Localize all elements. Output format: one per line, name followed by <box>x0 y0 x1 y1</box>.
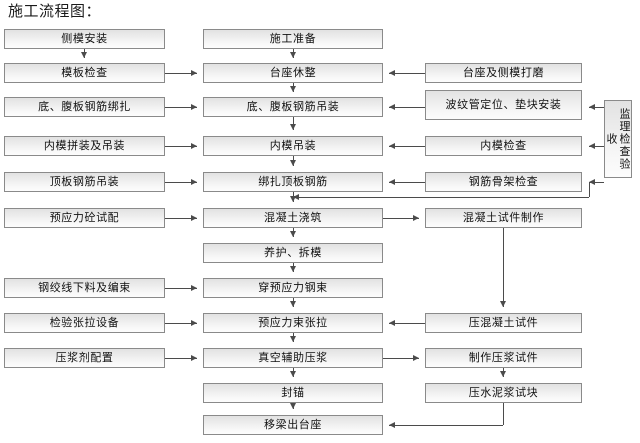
connector-arrow-zhang-la-to-ya-jiang <box>289 336 296 342</box>
flow-node-chuan-yu-ying-li: 穿预应力钢束 <box>203 278 383 298</box>
connector-arrow-jian-li-to-bo-wen <box>589 103 595 110</box>
flow-node-di-fu-ban-diao-zhuang: 底、腹板钢筋吊装 <box>203 97 383 117</box>
connector-line-shi-jian-to-ya-hun <box>503 228 504 307</box>
connector-arrow-nei-mo-pin-to-diao <box>191 142 197 149</box>
connector-arrow-nei-mo-to-bang-zha-ding <box>289 160 296 166</box>
flow-node-nei-mo-jian-cha: 内模检查 <box>425 136 582 156</box>
flow-node-jian-li-yan-shou: 监理检查验收 <box>604 100 632 178</box>
flow-node-tai-zuo-da-mo: 台座及侧模打磨 <box>425 63 582 83</box>
connector-line-ya-hun-to-zhang-la <box>389 323 425 324</box>
flow-node-feng-mao: 封锚 <box>203 383 383 403</box>
connector-line-bo-wen-to-diao-zhuang <box>389 107 425 108</box>
flow-node-shi-gong-zhun-bei: 施工准备 <box>203 29 383 49</box>
connector-arrow-di-fu-to-nei-mo <box>289 124 296 130</box>
connector-arrow-shi-jian-to-ya-hun <box>499 301 506 307</box>
page-title: 施工流程图： <box>8 2 102 20</box>
flow-node-bang-zha-ding-ban: 绑扎顶板钢筋 <box>203 172 383 192</box>
flow-node-yi-liang-chu-tai-zuo: 移梁出台座 <box>203 415 383 435</box>
flow-node-yu-ying-li-shi-pei: 预应力砼试配 <box>4 208 165 228</box>
connector-line-gu-jia-to-bang-zha <box>389 182 425 183</box>
flow-node-yu-ying-li-zhang-la: 预应力束张拉 <box>203 313 383 333</box>
connector-line-ya-shui-to-yi-liang <box>389 425 503 426</box>
flow-node-zhen-kong-ya-jiang: 真空辅助压浆 <box>203 348 383 368</box>
flow-node-ya-hun-ning-tu: 压混凝土试件 <box>425 313 582 333</box>
flow-node-hun-ning-tu-shi-jian: 混凝土试件制作 <box>425 208 582 228</box>
connector-line-gang-jiao-to-chuan-shu <box>165 288 197 289</box>
flow-node-ya-jiang-ji-pei-zhi: 压浆剂配置 <box>4 348 165 368</box>
connector-line-mo-ban-to-tai-zuo <box>165 73 197 74</box>
connector-arrow-yang-hu-to-chuan-shu <box>289 266 296 272</box>
connector-arrow-ya-jiang-to-zhi-zuo <box>413 354 419 361</box>
connector-arrow-bang-zha-to-diao-zhuang <box>191 103 197 110</box>
connector-arrow-ce-mo-to-mo-ban <box>80 52 87 58</box>
flow-node-ding-ban-diao-zhuang: 顶板钢筋吊装 <box>4 172 165 192</box>
flow-node-jian-yan-zhang-la: 检验张拉设备 <box>4 313 165 333</box>
flow-node-nei-mo-pin-diao: 内模拼装及吊装 <box>4 136 165 156</box>
flow-node-di-fu-ban-bang-zha: 底、腹板钢筋绑扎 <box>4 97 165 117</box>
connector-arrow-feng-mao-to-yi-liang <box>289 403 296 409</box>
connector-line-jiao-zhu-to-shi-jian <box>383 218 419 219</box>
connector-arrow-zhi-zuo-to-ya-shui <box>499 371 506 377</box>
connector-arrow-bang-zha-to-jiao-zhu <box>289 196 296 202</box>
connector-line-jian-yan-to-zhang-la <box>165 323 197 324</box>
connector-line-nei-mo-jian-to-diao <box>389 146 425 147</box>
flow-node-gang-jiao-xian: 钢绞线下料及编束 <box>4 278 165 298</box>
connector-line-jian-li-to-gu-jia <box>589 182 604 183</box>
flow-node-nei-mo-diao-zhuang: 内模吊装 <box>203 136 383 156</box>
connector-line-jian-li-to-bo-wen <box>589 107 604 108</box>
connector-arrow-pei-zhi-to-ya-jiang <box>191 354 197 361</box>
connector-line-shi-pei-to-jiao-zhu <box>165 218 197 219</box>
connector-arrow-nei-mo-jian-to-diao <box>389 142 395 149</box>
connector-arrow-ya-shui-to-yi-liang <box>389 421 395 428</box>
connector-line-jian-li-feedback-to-bang-zha <box>589 182 590 197</box>
connector-arrow-jian-li-feedback-to-bang-zha <box>293 193 299 200</box>
flow-node-mo-ban-jian-cha: 模板检查 <box>4 63 165 83</box>
connector-line-ya-jiang-to-zhi-zuo <box>383 358 419 359</box>
connector-line-ya-shui-to-yi-liang <box>503 403 504 425</box>
connector-line-nei-mo-pin-to-diao <box>165 146 197 147</box>
flow-node-bo-wen-guan: 波纹管定位、垫块安装 <box>425 90 582 120</box>
connector-line-da-mo-to-tai-zuo <box>389 73 425 74</box>
flow-node-hun-ning-tu-jiao-zhu: 混凝土浇筑 <box>203 208 383 228</box>
connector-arrow-ya-jiang-to-feng-mao <box>289 371 296 377</box>
connector-arrow-tai-zuo-to-di-fu-ban <box>289 86 296 92</box>
connector-arrow-mo-ban-to-tai-zuo <box>191 69 197 76</box>
connector-line-jian-li-feedback-to-bang-zha <box>293 197 589 198</box>
flow-node-ya-shui-ni-jiang: 压水泥浆试块 <box>425 383 582 403</box>
connector-line-pei-zhi-to-ya-jiang <box>165 358 197 359</box>
connector-arrow-shi-gong-to-tai-zuo <box>289 52 296 58</box>
connector-arrow-chuan-shu-to-zhang-la <box>289 301 296 307</box>
connector-arrow-jiao-zhu-to-shi-jian <box>413 214 419 221</box>
connector-arrow-da-mo-to-tai-zuo <box>389 69 395 76</box>
connector-arrow-ya-hun-to-zhang-la <box>389 319 395 326</box>
connector-arrow-gang-jiao-to-chuan-shu <box>191 284 197 291</box>
flow-node-yang-hu-chai-mo: 养护、拆模 <box>203 243 383 263</box>
flow-node-tai-zuo-xiu-zheng: 台座休整 <box>203 63 383 83</box>
connector-arrow-gu-jia-to-bang-zha <box>389 178 395 185</box>
flow-node-zhi-zuo-ya-jiang: 制作压浆试件 <box>425 348 582 368</box>
flow-node-gang-jin-gu-jia: 钢筋骨架检查 <box>425 172 582 192</box>
connector-arrow-ding-ban-to-bang-zha <box>191 178 197 185</box>
connector-arrow-bo-wen-to-diao-zhuang <box>389 103 395 110</box>
connector-arrow-jian-li-to-nei-mo-jian <box>589 142 595 149</box>
connector-line-di-fu-to-nei-mo <box>293 117 294 130</box>
connector-arrow-jian-li-to-gu-jia <box>589 178 595 185</box>
connector-line-ding-ban-to-bang-zha <box>165 182 197 183</box>
connector-line-jian-li-to-nei-mo-jian <box>589 146 604 147</box>
connector-line-bang-zha-to-diao-zhuang <box>165 107 197 108</box>
connector-arrow-jian-yan-to-zhang-la <box>191 319 197 326</box>
flow-node-ce-mo-an-zhuang: 侧模安装 <box>4 29 165 49</box>
connector-arrow-jiao-zhu-to-yang-hu <box>289 231 296 237</box>
connector-arrow-shi-pei-to-jiao-zhu <box>191 214 197 221</box>
